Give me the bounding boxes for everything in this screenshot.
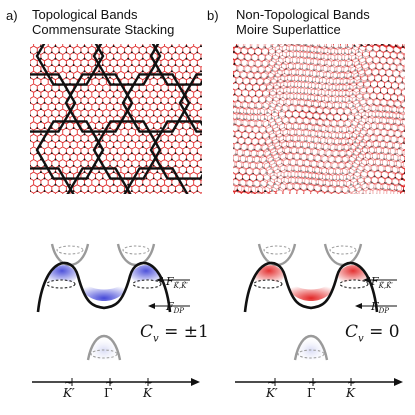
superlattice-hexagons	[30, 44, 202, 194]
chern-number-label: Cv = ±1	[140, 322, 209, 345]
panel-non-topological: b) Non-Topological Bands Moire Superlatt…	[207, 0, 414, 415]
lattice-atoms	[233, 44, 405, 194]
upper-band-cone	[257, 243, 297, 267]
panel-letter: a)	[6, 8, 18, 23]
panel-title-line2: Commensurate Stacking	[32, 22, 175, 37]
force-label-kk: FK̃,K̃′	[371, 275, 393, 291]
panel-title-line1: Topological Bands	[32, 7, 138, 22]
tick-k: K	[346, 376, 356, 400]
tick-k-prime: K′	[63, 376, 75, 400]
force-label-dp: FDP	[166, 300, 184, 316]
force-arrows	[148, 277, 190, 309]
tick-gamma: Γ	[104, 376, 115, 400]
force-label-kk: FK̃,K̃′	[166, 275, 188, 291]
upper-band-cone	[50, 243, 90, 267]
panel-title-line1: Non-Topological Bands	[236, 7, 370, 22]
tick-gamma: Γ	[307, 376, 318, 400]
tick-k: K	[143, 376, 153, 400]
middle-band	[243, 261, 379, 313]
moire-lattice	[233, 44, 405, 194]
panel-topological: a) Topological Bands Commensurate Stacki…	[0, 0, 209, 415]
band-structure-diagram	[243, 243, 397, 361]
lower-band-cone	[293, 334, 329, 361]
middle-band	[36, 261, 172, 313]
upper-band-cone	[323, 243, 363, 267]
panel-title-line2: Moire Superlattice	[236, 22, 341, 37]
tick-k-prime: K′	[266, 376, 278, 400]
chern-number-label: Cv = 0	[345, 322, 400, 345]
lattice-atoms	[30, 45, 202, 192]
commensurate-lattice	[30, 44, 202, 194]
band-structure-diagram	[36, 243, 190, 361]
panel-letter: b)	[207, 8, 219, 23]
graphene-cells	[233, 44, 405, 194]
upper-band-cone	[116, 243, 156, 267]
lower-band-cone	[86, 334, 122, 361]
force-label-dp: FDP	[371, 300, 389, 316]
force-arrows	[355, 277, 397, 309]
